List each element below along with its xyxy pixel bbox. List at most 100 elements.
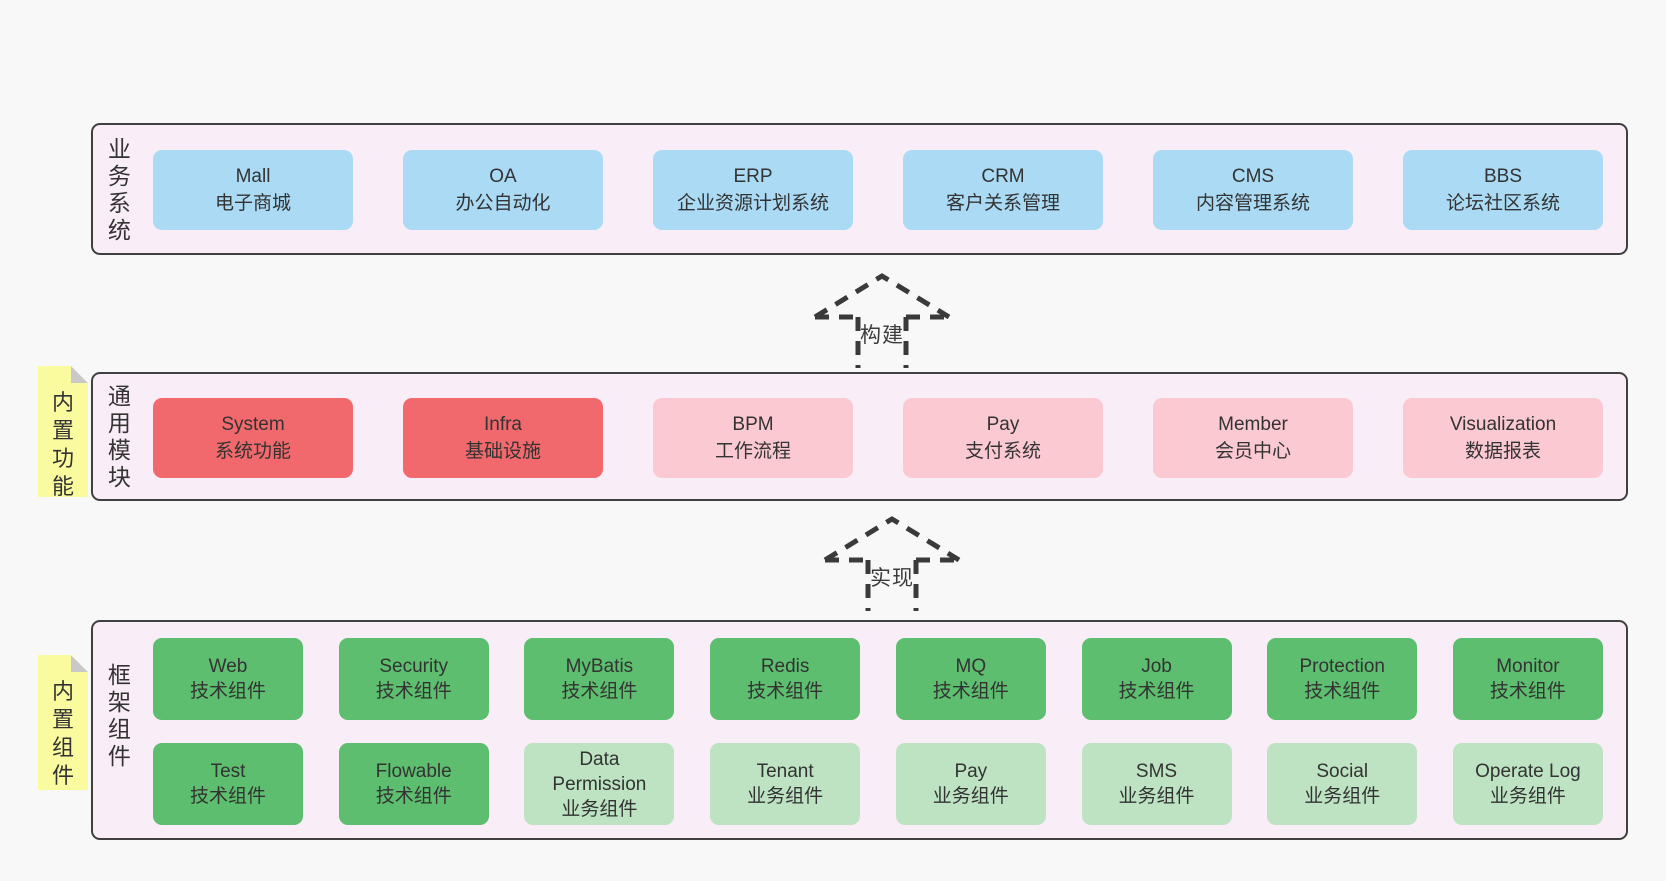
box-title: Pay — [986, 414, 1020, 435]
box-mq: MQ 技术组件 — [895, 638, 1046, 720]
box-title: Redis — [760, 656, 810, 677]
box-subtitle: 技术组件 — [932, 681, 1009, 702]
box-title: MyBatis — [565, 656, 634, 677]
box-tenant: Tenant 业务组件 — [710, 743, 861, 825]
common-modules-band: 通用模块 System 系统功能 Infra 基础设施 BPM 工作流程 Pay… — [91, 372, 1628, 501]
box-title: Mall — [235, 166, 271, 187]
box-subtitle: 系统功能 — [214, 441, 291, 462]
box-visualization: Visualization 数据报表 — [1403, 398, 1603, 478]
sticky-label: 内置功能 — [51, 390, 74, 499]
box-title: System — [221, 414, 285, 435]
box-title: CRM — [981, 166, 1025, 187]
box-pay-component: Pay 业务组件 — [895, 743, 1046, 825]
box-title: Job — [1141, 656, 1172, 677]
box-subtitle: 会员中心 — [1214, 441, 1291, 462]
box-mybatis: MyBatis 技术组件 — [524, 638, 675, 720]
box-data-permission: Data Permission 业务组件 — [524, 743, 675, 825]
band-label-modules: 通用模块 — [107, 383, 131, 490]
box-subtitle: 内容管理系统 — [1195, 193, 1310, 214]
box-title: Infra — [483, 414, 523, 435]
arrow-label: 实现 — [870, 567, 914, 590]
components-row-2: Test 技术组件 Flowable 技术组件 Data Permission … — [153, 743, 1603, 825]
box-web: Web 技术组件 — [153, 638, 303, 720]
box-monitor: Monitor 技术组件 — [1452, 638, 1603, 720]
box-operate-log: Operate Log 业务组件 — [1452, 743, 1603, 825]
box-sms: SMS 业务组件 — [1081, 743, 1232, 825]
box-subtitle: 业务组件 — [561, 798, 638, 820]
box-flowable: Flowable 技术组件 — [338, 743, 489, 825]
box-subtitle: 业务组件 — [1118, 786, 1195, 807]
box-title: Web — [208, 656, 248, 677]
box-subtitle: 业务组件 — [1489, 786, 1566, 807]
box-subtitle: 工作流程 — [714, 441, 791, 462]
up-arrow-icon — [823, 516, 961, 611]
box-title: Data Permission — [552, 748, 647, 795]
box-subtitle: 技术组件 — [747, 681, 824, 702]
box-subtitle: 技术组件 — [1118, 681, 1195, 702]
box-subtitle: 办公自动化 — [455, 193, 551, 214]
box-subtitle: 论坛社区系统 — [1445, 193, 1560, 214]
box-subtitle: 数据报表 — [1464, 441, 1541, 462]
box-social: Social 业务组件 — [1267, 743, 1418, 825]
box-subtitle: 技术组件 — [1489, 681, 1566, 702]
box-security: Security 技术组件 — [338, 638, 489, 720]
box-title: Protection — [1299, 656, 1385, 677]
up-arrow-icon — [813, 273, 951, 368]
box-bbs: BBS 论坛社区系统 — [1403, 150, 1603, 230]
sticky-note-built-in-components: 内置组件 — [38, 655, 88, 790]
box-title: Member — [1218, 414, 1288, 435]
box-subtitle: 客户关系管理 — [945, 193, 1060, 214]
box-job: Job 技术组件 — [1081, 638, 1232, 720]
box-subtitle: 业务组件 — [1304, 786, 1381, 807]
box-pay: Pay 支付系统 — [903, 398, 1103, 478]
band-label-business: 业务系统 — [107, 136, 131, 243]
arrow-label: 构建 — [860, 324, 904, 347]
box-title: BBS — [1483, 166, 1523, 187]
box-title: Social — [1316, 761, 1369, 782]
box-subtitle: 支付系统 — [964, 441, 1041, 462]
modules-boxes-row: System 系统功能 Infra 基础设施 BPM 工作流程 Pay 支付系统… — [153, 398, 1603, 478]
components-row-1: Web 技术组件 Security 技术组件 MyBatis 技术组件 Redi… — [153, 638, 1603, 720]
box-title: SMS — [1135, 761, 1178, 782]
box-crm: CRM 客户关系管理 — [903, 150, 1103, 230]
box-title: Security — [379, 656, 449, 677]
box-title: Test — [210, 761, 246, 782]
sticky-note-built-in-features: 内置功能 — [38, 366, 88, 497]
box-erp: ERP 企业资源计划系统 — [653, 150, 853, 230]
folded-corner-icon — [71, 366, 88, 383]
implement-arrow: 实现 — [822, 516, 962, 611]
box-protection: Protection 技术组件 — [1267, 638, 1418, 720]
box-infra: Infra 基础设施 — [403, 398, 603, 478]
business-boxes-row: Mall 电子商城 OA 办公自动化 ERP 企业资源计划系统 CRM 客户关系… — [153, 150, 1603, 230]
box-test: Test 技术组件 — [153, 743, 303, 825]
box-subtitle: 技术组件 — [1304, 681, 1381, 702]
box-redis: Redis 技术组件 — [710, 638, 861, 720]
box-title: Visualization — [1449, 414, 1557, 435]
box-subtitle: 企业资源计划系统 — [676, 193, 829, 214]
box-title: Flowable — [375, 761, 452, 782]
box-title: CMS — [1231, 166, 1275, 187]
box-subtitle: 电子商城 — [214, 193, 291, 214]
sticky-label: 内置组件 — [51, 679, 74, 788]
box-bpm: BPM 工作流程 — [653, 398, 853, 478]
box-subtitle: 技术组件 — [375, 681, 452, 702]
box-title: BPM — [732, 414, 774, 435]
box-title: OA — [489, 166, 517, 187]
box-subtitle: 技术组件 — [189, 786, 266, 807]
box-title: ERP — [733, 166, 773, 187]
box-title: Pay — [954, 761, 988, 782]
box-title: MQ — [955, 656, 987, 677]
box-oa: OA 办公自动化 — [403, 150, 603, 230]
box-mall: Mall 电子商城 — [153, 150, 353, 230]
band-label-components: 框架组件 — [107, 662, 131, 769]
business-systems-band: 业务系统 Mall 电子商城 OA 办公自动化 ERP 企业资源计划系统 CRM… — [91, 123, 1628, 255]
box-title: Monitor — [1496, 656, 1560, 677]
box-subtitle: 技术组件 — [375, 786, 452, 807]
box-subtitle: 技术组件 — [189, 681, 266, 702]
box-title: Tenant — [756, 761, 814, 782]
build-arrow: 构建 — [812, 273, 952, 368]
box-subtitle: 业务组件 — [932, 786, 1009, 807]
box-subtitle: 业务组件 — [747, 786, 824, 807]
box-cms: CMS 内容管理系统 — [1153, 150, 1353, 230]
box-subtitle: 基础设施 — [464, 441, 541, 462]
